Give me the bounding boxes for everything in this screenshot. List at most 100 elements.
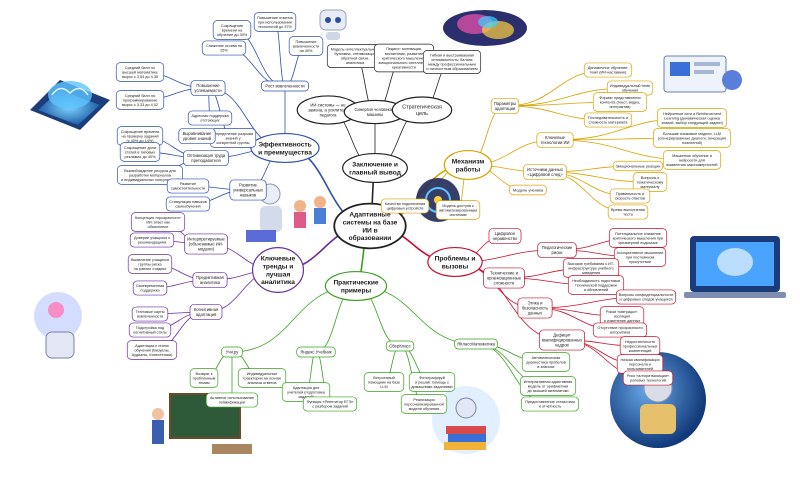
node-e4a-text-0: Сокращение времени	[121, 130, 160, 134]
node-p5c[interactable]: Риск «алгоритмизации»ролевых технологий	[622, 370, 674, 386]
node-p3a-text-0: Высокие требования к ИТ-	[568, 262, 616, 266]
node-t1a-text-2: объяснение	[147, 225, 168, 229]
node-e1a-text-1: времени на	[222, 28, 243, 32]
node-x4[interactable]: ЯКлассМатематика	[454, 338, 498, 350]
node-m5[interactable]: Модель доступа кавтоматизированнымсистем…	[435, 200, 481, 220]
node-m1c-text-2: интерактив)	[609, 105, 631, 109]
node-p5-text-1: квалифицированных	[542, 337, 583, 342]
node-m2b[interactable]: Большие языковые модели, LLM(сгенерирова…	[653, 128, 731, 148]
node-m1a[interactable]: Динамичное обучение:темп (ИИ-наставник)	[583, 62, 633, 78]
node-t1a[interactable]: Концепция «прозрачного»ИИ: ответ какобъя…	[130, 212, 186, 232]
node-x1[interactable]: Учи.ру	[221, 346, 243, 358]
node-t2a-text-0: Выявление учащихся	[131, 258, 169, 262]
node-p5a[interactable]: Недостаточностьпрофессиональныхкомпетенц…	[619, 336, 661, 356]
node-t1[interactable]: Интерпретируемые(объяснимые ИИ-модели)	[184, 233, 228, 255]
node-p3-text-0: Технические и	[490, 270, 519, 275]
node-x2b[interactable]: Функция «Репетитор ЕГЭ»с разбором задани…	[302, 396, 358, 412]
node-m3a[interactable]: Эмоциональные реакции	[612, 160, 664, 172]
node-e1[interactable]: Рост вовлеченности	[260, 80, 310, 92]
node-effect-text-1: и преимущества	[258, 149, 312, 156]
node-m1c-shape	[592, 92, 648, 112]
node-t2-text-1: аналитика	[200, 280, 221, 285]
node-m3[interactable]: Источники данных«Цифровой след»	[523, 164, 567, 180]
node-c5[interactable]: Педагог: мотивация,воспитание, развитиек…	[373, 43, 435, 73]
node-x3[interactable]: СберКласс	[385, 340, 415, 352]
node-c5-text-2: критического мышления,	[382, 56, 426, 60]
node-e2-text-1: успеваемости	[194, 88, 222, 93]
node-m4[interactable]: Модель ученика	[509, 184, 547, 196]
node-m2c-text-0: Машинное обучение и	[672, 154, 712, 158]
node-x2[interactable]: Яндекс.Учебник	[296, 346, 336, 358]
node-p3a[interactable]: Высокие требования к ИТ-инфраструктуре у…	[562, 258, 620, 278]
node-x4c-shape	[520, 396, 580, 412]
